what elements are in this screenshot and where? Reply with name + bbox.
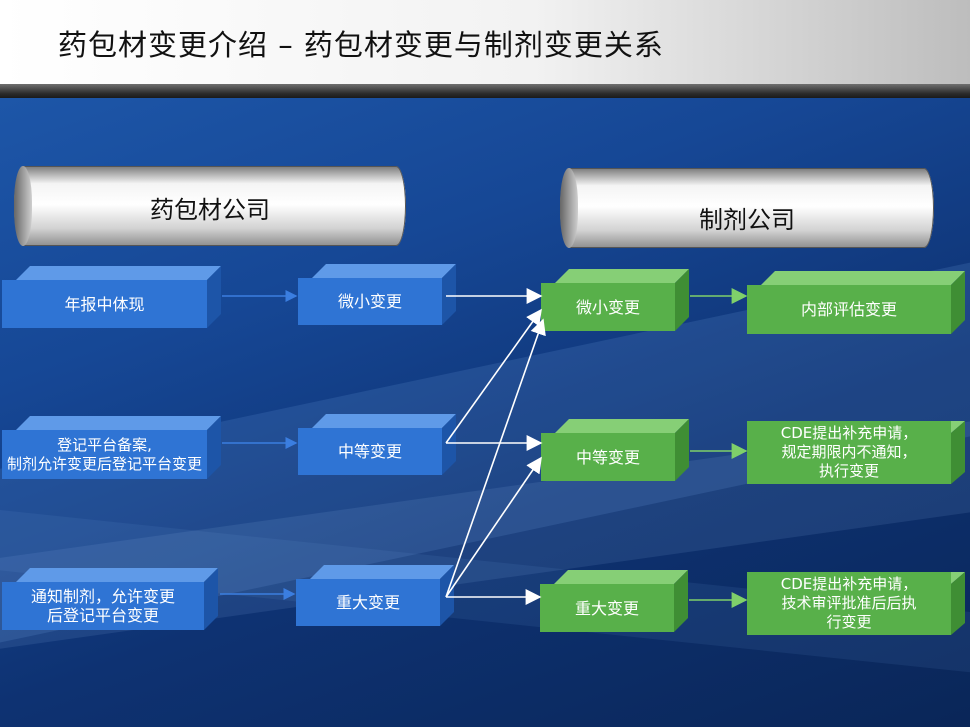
formulation-outcome-major-text: CDE提出补充申请， 技术审评批准后后执 行变更 xyxy=(747,572,951,635)
arrow-moderate-to-formulation-minor xyxy=(445,308,542,444)
arrow-major-to-formulation-minor xyxy=(445,318,546,598)
packaging-outcome-minor: 年报中体现 xyxy=(2,266,221,328)
formulation-change-moderate-text: 中等变更 xyxy=(541,433,675,481)
packaging-change-major-text: 重大变更 xyxy=(296,579,440,626)
header-packaging-company-label: 药包材公司 xyxy=(150,196,270,224)
packaging-change-minor: 微小变更 xyxy=(298,264,456,325)
formulation-outcome-moderate-text: CDE提出补充申请， 规定期限内不通知， 执行变更 xyxy=(747,421,951,484)
page-title: 药包材变更介绍 – 药包材变更与制剂变更关系 xyxy=(58,28,664,62)
packaging-outcome-moderate-text: 登记平台备案, 制剂允许变更后登记平台变更 xyxy=(2,430,207,479)
formulation-change-moderate: 中等变更 xyxy=(541,419,689,481)
packaging-change-minor-text: 微小变更 xyxy=(298,278,442,325)
slide-header: 药包材变更介绍 – 药包材变更与制剂变更关系 xyxy=(0,0,970,84)
formulation-change-minor-text: 微小变更 xyxy=(541,283,675,331)
formulation-outcome-moderate: CDE提出补充申请， 规定期限内不通知， 执行变更 xyxy=(747,421,965,484)
packaging-outcome-moderate: 登记平台备案, 制剂允许变更后登记平台变更 xyxy=(2,416,221,479)
header-divider xyxy=(0,84,970,98)
formulation-outcome-minor: 内部评估变更 xyxy=(747,271,965,334)
header-packaging-company: 药包材公司 xyxy=(14,166,406,246)
header-formulation-company: 制剂公司 xyxy=(560,168,934,248)
formulation-change-major-text: 重大变更 xyxy=(540,584,674,632)
packaging-change-moderate: 中等变更 xyxy=(298,414,456,475)
packaging-outcome-major: 通知制剂，允许变更 后登记平台变更 xyxy=(2,568,218,630)
formulation-outcome-major: CDE提出补充申请， 技术审评批准后后执 行变更 xyxy=(747,572,965,635)
formulation-outcome-minor-text: 内部评估变更 xyxy=(747,285,951,334)
header-formulation-company-label: 制剂公司 xyxy=(699,206,795,234)
formulation-change-major: 重大变更 xyxy=(540,570,688,632)
packaging-outcome-minor-text: 年报中体现 xyxy=(2,280,207,328)
arrow-major-to-formulation-moderate xyxy=(445,456,542,598)
formulation-change-minor: 微小变更 xyxy=(541,269,689,331)
packaging-change-moderate-text: 中等变更 xyxy=(298,428,442,475)
packaging-outcome-major-text: 通知制剂，允许变更 后登记平台变更 xyxy=(2,582,204,630)
packaging-change-major: 重大变更 xyxy=(296,565,454,626)
